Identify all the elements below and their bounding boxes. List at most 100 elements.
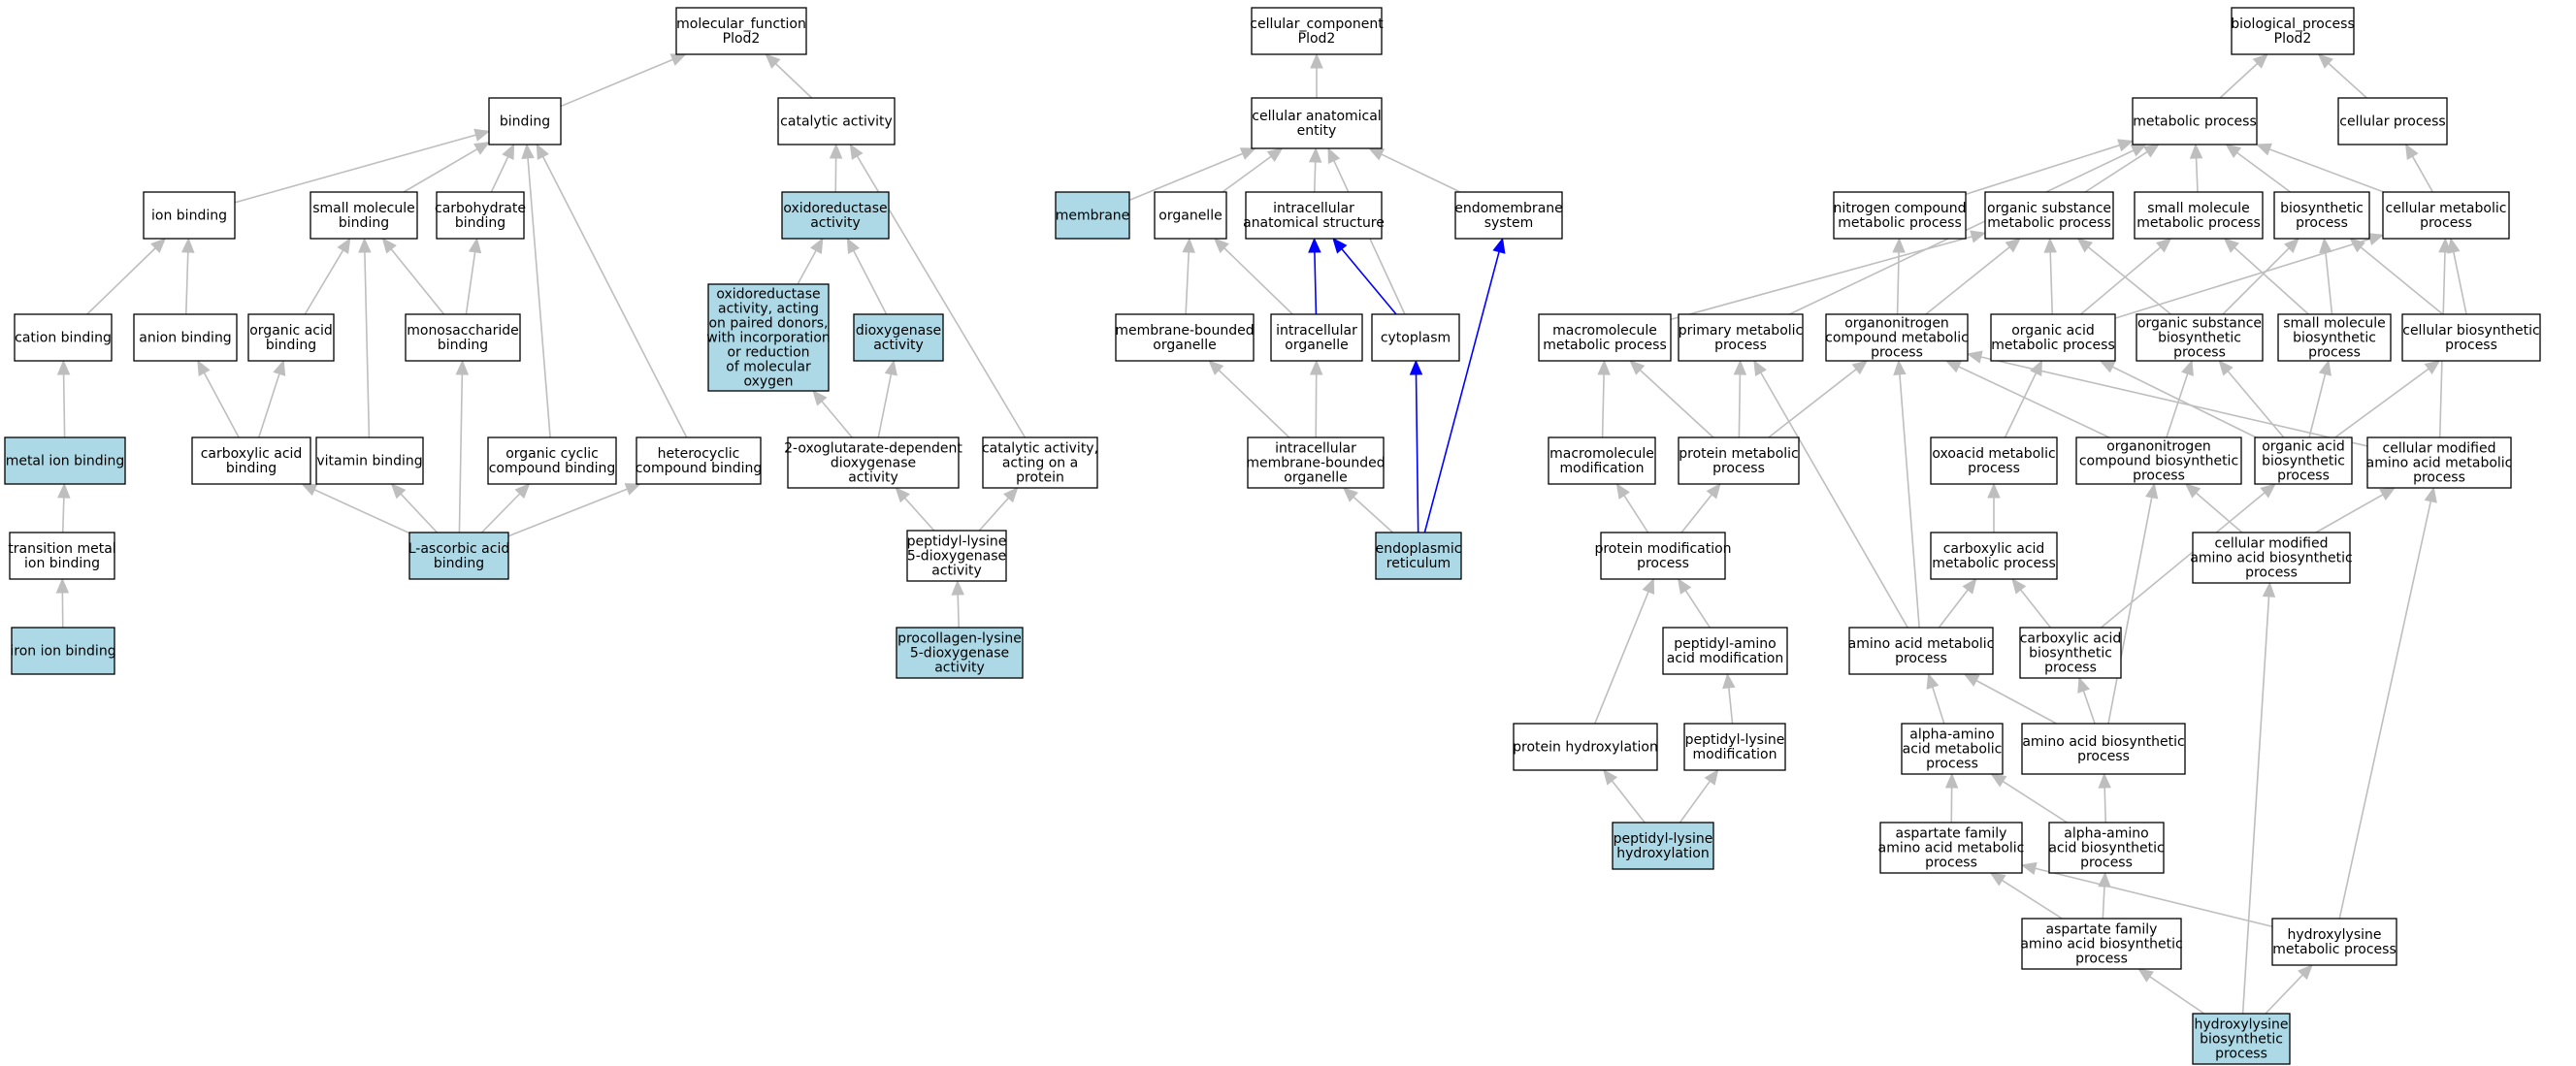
edge-er-to-cytoplasm <box>1409 359 1423 533</box>
node-label: oxidoreductase <box>716 287 820 303</box>
node-box <box>2401 313 2541 362</box>
go-term-node-cellular-process: cellular process <box>2337 97 2448 145</box>
edge-line <box>2102 886 2105 920</box>
edge-line <box>2101 492 2266 629</box>
arrowhead <box>1642 577 1655 595</box>
edge-oxidoreductase-to-catalytic <box>829 143 843 193</box>
node-box <box>143 191 236 240</box>
node-label: peptidyl-lysine <box>907 534 1007 550</box>
node-label: process <box>2445 338 2497 353</box>
node-label: iron ion binding <box>10 644 115 660</box>
edge-line <box>61 497 65 533</box>
edge-line <box>2002 780 2068 824</box>
node-label: nitrogen compound <box>1833 201 1966 216</box>
arrowhead <box>1332 238 1348 254</box>
edge-monosaccharide_binding-to-carbohydrate_binding <box>465 237 482 315</box>
node-label: metabolic process <box>2133 114 2257 130</box>
edge-procollagen-to-peptidyl_lysine_diox <box>951 579 964 629</box>
edge-protein_met-to-organonitrogen_met <box>1768 360 1869 438</box>
node-label: protein metabolic <box>1679 446 1798 462</box>
edge-protein_mod-to-protein_met <box>1680 483 1721 533</box>
arrowhead <box>2181 359 2194 376</box>
node-label: molecular_function <box>676 16 806 32</box>
edge-membrane_bounded-to-organelle <box>1182 237 1195 315</box>
edge-line <box>527 157 551 438</box>
arrowhead <box>2030 359 2043 376</box>
node-label: organic substance <box>1987 201 2111 216</box>
node-label: cation binding <box>15 331 112 346</box>
go-term-node-organelle: organelle <box>1154 191 1227 240</box>
node-box <box>133 313 238 362</box>
edge-ion_binding-to-binding <box>234 128 491 204</box>
edge-line <box>1353 496 1394 533</box>
arrowhead <box>473 128 491 142</box>
edge-line <box>2002 879 2063 920</box>
edge-line <box>2227 371 2285 438</box>
edge-line <box>2149 976 2205 1015</box>
edge-line <box>2020 589 2052 629</box>
edge-line <box>2084 150 2148 193</box>
arrowhead <box>1266 147 1284 163</box>
edge-line <box>2315 494 2384 533</box>
arrowhead <box>1944 360 1963 373</box>
node-box <box>2021 918 2182 970</box>
go-term-node-oxoglutarate-dioxygenase: 2-oxoglutarate-dependentdioxygenaseactiv… <box>784 436 962 489</box>
node-box <box>1055 191 1130 240</box>
node-label: intracellular <box>1276 323 1357 339</box>
node-label: cellular anatomical <box>1252 109 1381 124</box>
node-label: dioxygenase <box>831 456 916 471</box>
node-label: primary metabolic <box>1679 323 1804 339</box>
node-box <box>9 532 115 580</box>
node-label: process <box>1871 345 1923 361</box>
node-label: or reduction <box>727 345 809 361</box>
node-label: organonitrogen <box>2106 439 2211 455</box>
edge-line <box>957 594 961 629</box>
node-box <box>1825 313 1969 362</box>
node-box <box>2273 191 2370 240</box>
edge-organic_subst_bio-to-biosynthetic <box>2222 238 2299 315</box>
node-label: process <box>2245 565 2298 581</box>
edge-carboxylic_bio-to-organic_acid_bio <box>2101 483 2276 629</box>
node-box <box>2134 191 2264 240</box>
node-label: hydroxylation <box>1616 846 1709 861</box>
node-label: amino acid metabolic <box>1848 636 1995 652</box>
node-box <box>1115 313 1255 362</box>
node-label: peptidyl-lysine <box>1685 732 1785 748</box>
edge-cellular_metabolic-to-metabolic <box>2255 143 2385 193</box>
arrowhead <box>468 237 482 254</box>
node-box <box>1251 7 1383 55</box>
arrowhead <box>2255 143 2272 156</box>
node-box <box>982 436 1098 489</box>
edge-line <box>2236 151 2292 193</box>
edge-er-to-endomembrane <box>1423 237 1506 533</box>
edge-organic_acid_binding-to-small_mol_binding <box>304 237 351 315</box>
edge-organic_acid_met-to-cellular_metabolic <box>2114 233 2385 319</box>
node-box <box>487 436 617 485</box>
edge-oxido_paired-to-oxidoreductase <box>797 237 824 285</box>
edge-line <box>1738 373 1742 438</box>
node-label: dioxygenase <box>856 323 941 339</box>
edge-small_mol_bio-to-biosynthetic <box>2319 237 2333 315</box>
node-label: vitamin binding <box>316 454 422 469</box>
edge-line <box>1415 373 1419 533</box>
edge-line <box>1980 356 2368 447</box>
arrowhead <box>1002 487 1019 503</box>
edge-oxoglutarate_dioxygenase-to-dioxygenase <box>877 359 897 438</box>
node-box <box>1848 627 1994 675</box>
node-label: hydroxylysine <box>2194 1018 2288 1033</box>
edge-line <box>480 493 521 533</box>
